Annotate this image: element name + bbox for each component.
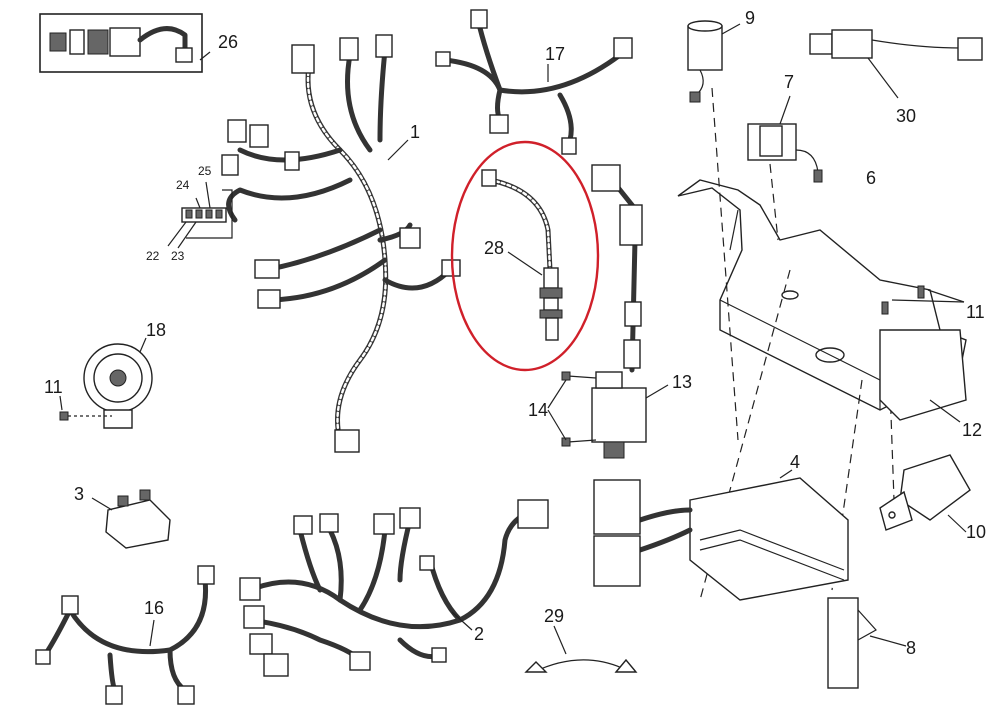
part-18-horn: 18 11 <box>44 320 166 429</box>
label-18: 18 <box>146 320 166 340</box>
coil-lead <box>591 164 643 373</box>
part-7-relay: 7 <box>747 72 823 183</box>
label-24: 24 <box>176 178 190 192</box>
label-11-right: 11 <box>966 302 985 322</box>
label-10: 10 <box>966 522 986 542</box>
part-3-starter-relay: 3 <box>74 484 171 549</box>
label-22: 22 <box>146 249 160 263</box>
label-29: 29 <box>544 606 564 626</box>
label-26: 26 <box>218 32 238 52</box>
label-28: 28 <box>484 238 504 258</box>
part-13-ignition-coil: 13 14 <box>528 371 692 459</box>
part-8-module: 8 <box>827 597 916 689</box>
part-29-ground-wire: 29 <box>524 606 638 673</box>
label-6: 6 <box>866 168 876 188</box>
label-7: 7 <box>784 72 794 92</box>
highlight-circle-28 <box>450 140 600 372</box>
part-1-main-harness: 1 <box>221 34 461 453</box>
label-17: 17 <box>545 44 565 64</box>
part-17-harness: 17 <box>435 9 633 155</box>
label-13: 13 <box>672 372 692 392</box>
part-9-relay-socket: 9 <box>687 8 755 103</box>
label-16: 16 <box>144 598 164 618</box>
part-26-ignition-switch: 26 <box>39 13 238 73</box>
label-8: 8 <box>906 638 916 658</box>
part-16-harness: 16 <box>35 565 215 705</box>
label-4: 4 <box>790 452 800 472</box>
part-11-bolts: 11 <box>881 285 985 322</box>
label-25: 25 <box>198 164 212 178</box>
label-12: 12 <box>962 420 982 440</box>
part-2-harness: 2 <box>239 499 549 677</box>
label-23: 23 <box>171 249 185 263</box>
label-3: 3 <box>74 484 84 504</box>
part-4-cdi-unit: 4 <box>593 452 849 601</box>
part-28-sensor: 28 <box>450 140 600 372</box>
label-1: 1 <box>410 122 420 142</box>
part-12-mount: 12 <box>879 329 982 440</box>
label-30: 30 <box>896 106 916 126</box>
label-14: 14 <box>528 400 548 420</box>
label-2: 2 <box>474 624 484 644</box>
part-30-sensor-lead: 30 <box>809 29 983 126</box>
part-22-25-fuse-block: 24 25 22 23 <box>146 164 233 263</box>
label-9: 9 <box>745 8 755 28</box>
label-11-left: 11 <box>44 377 63 397</box>
part-10-relay: 10 <box>879 454 986 542</box>
